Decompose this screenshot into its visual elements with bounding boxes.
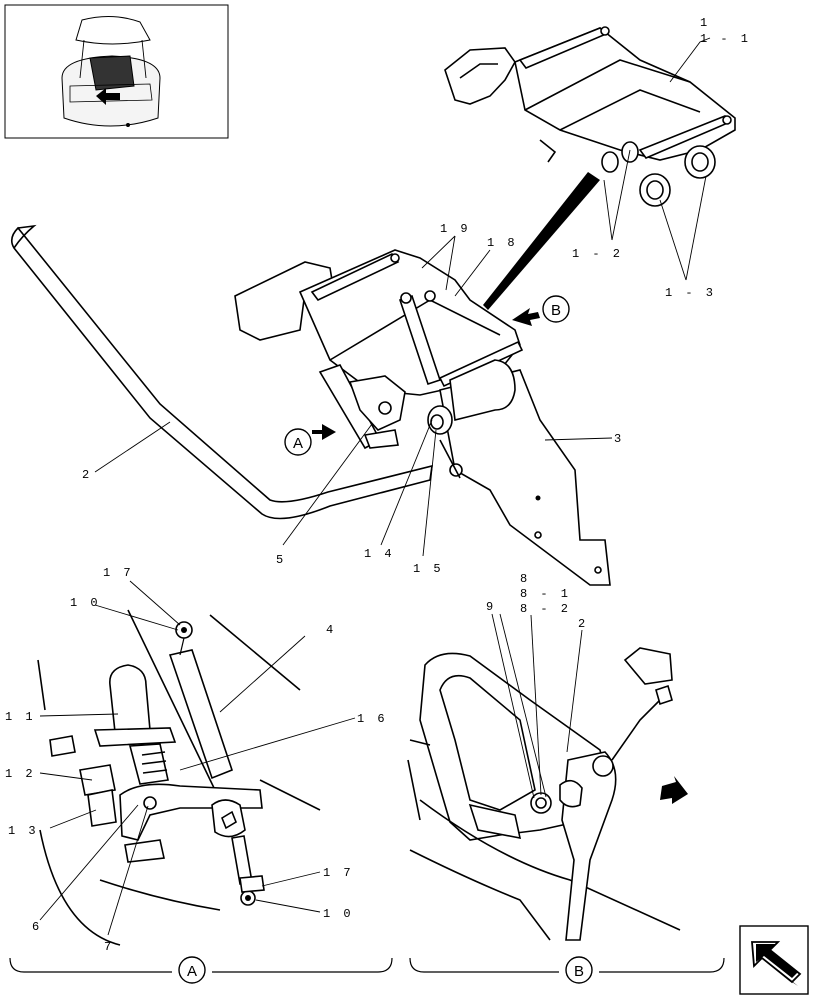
leader-lines: [39, 37, 711, 936]
callout-2: 2: [82, 468, 92, 482]
svg-text:B: B: [551, 302, 561, 319]
svg-text:B: B: [574, 963, 584, 980]
callout-2-detail: 2: [578, 617, 588, 631]
location-arrow-icon: [96, 88, 120, 105]
svg-text:A: A: [187, 963, 197, 980]
explode-wedge: [483, 172, 600, 310]
callout-1-3: 1 - 3: [665, 286, 716, 300]
detail-b-bracket: B: [409, 956, 725, 984]
callout-16: 1 6: [357, 712, 388, 726]
callout-1-1: 1 - 1: [700, 32, 751, 46]
arrow-left-icon: [512, 308, 540, 326]
callout-7: 7: [104, 940, 114, 954]
detail-a-bracket: A: [9, 956, 393, 984]
callout-10-upper: 1 0: [70, 596, 101, 610]
callout-10-lower: 1 0: [323, 907, 354, 921]
callout-11: 1 1: [5, 710, 36, 724]
callout-4: 4: [326, 623, 336, 637]
callout-17-lower: 1 7: [323, 866, 354, 880]
navigate-back-icon[interactable]: [739, 925, 809, 995]
callout-19: 1 9: [440, 222, 471, 236]
motion-arrow-icon: [660, 776, 688, 804]
detail-view-b: [407, 647, 688, 941]
callout-13: 1 3: [8, 824, 39, 838]
callout-12: 1 2: [5, 767, 36, 781]
lever-assembly: [10, 224, 611, 586]
svg-text:A: A: [293, 435, 303, 452]
callout-14: 1 4: [364, 547, 395, 561]
callout-3: 3: [614, 432, 624, 446]
location-thumbnail: [4, 4, 229, 139]
callout-8-1: 8 - 1: [520, 587, 571, 601]
callout-9: 9: [486, 600, 496, 614]
callout-15: 1 5: [413, 562, 444, 576]
callout-18: 1 8: [487, 236, 518, 250]
callout-1: 1: [700, 16, 710, 30]
callout-1-2: 1 - 2: [572, 247, 623, 261]
callout-6: 6: [32, 920, 42, 934]
detail-view-a: [37, 609, 321, 946]
view-arrow-b: B: [512, 295, 570, 326]
callout-labels: 1 1 - 1 1 - 2 1 - 3 1 9 1 8 3 2 5 1 4 1 …: [5, 16, 751, 954]
arrow-right-icon: [312, 424, 336, 440]
view-arrow-a: A: [284, 424, 336, 456]
callout-8-2: 8 - 2: [520, 602, 571, 616]
bracket-assembly-exploded: [444, 26, 736, 207]
callout-5: 5: [276, 553, 286, 567]
callout-8: 8: [520, 572, 530, 586]
callout-17-upper: 1 7: [103, 566, 134, 580]
